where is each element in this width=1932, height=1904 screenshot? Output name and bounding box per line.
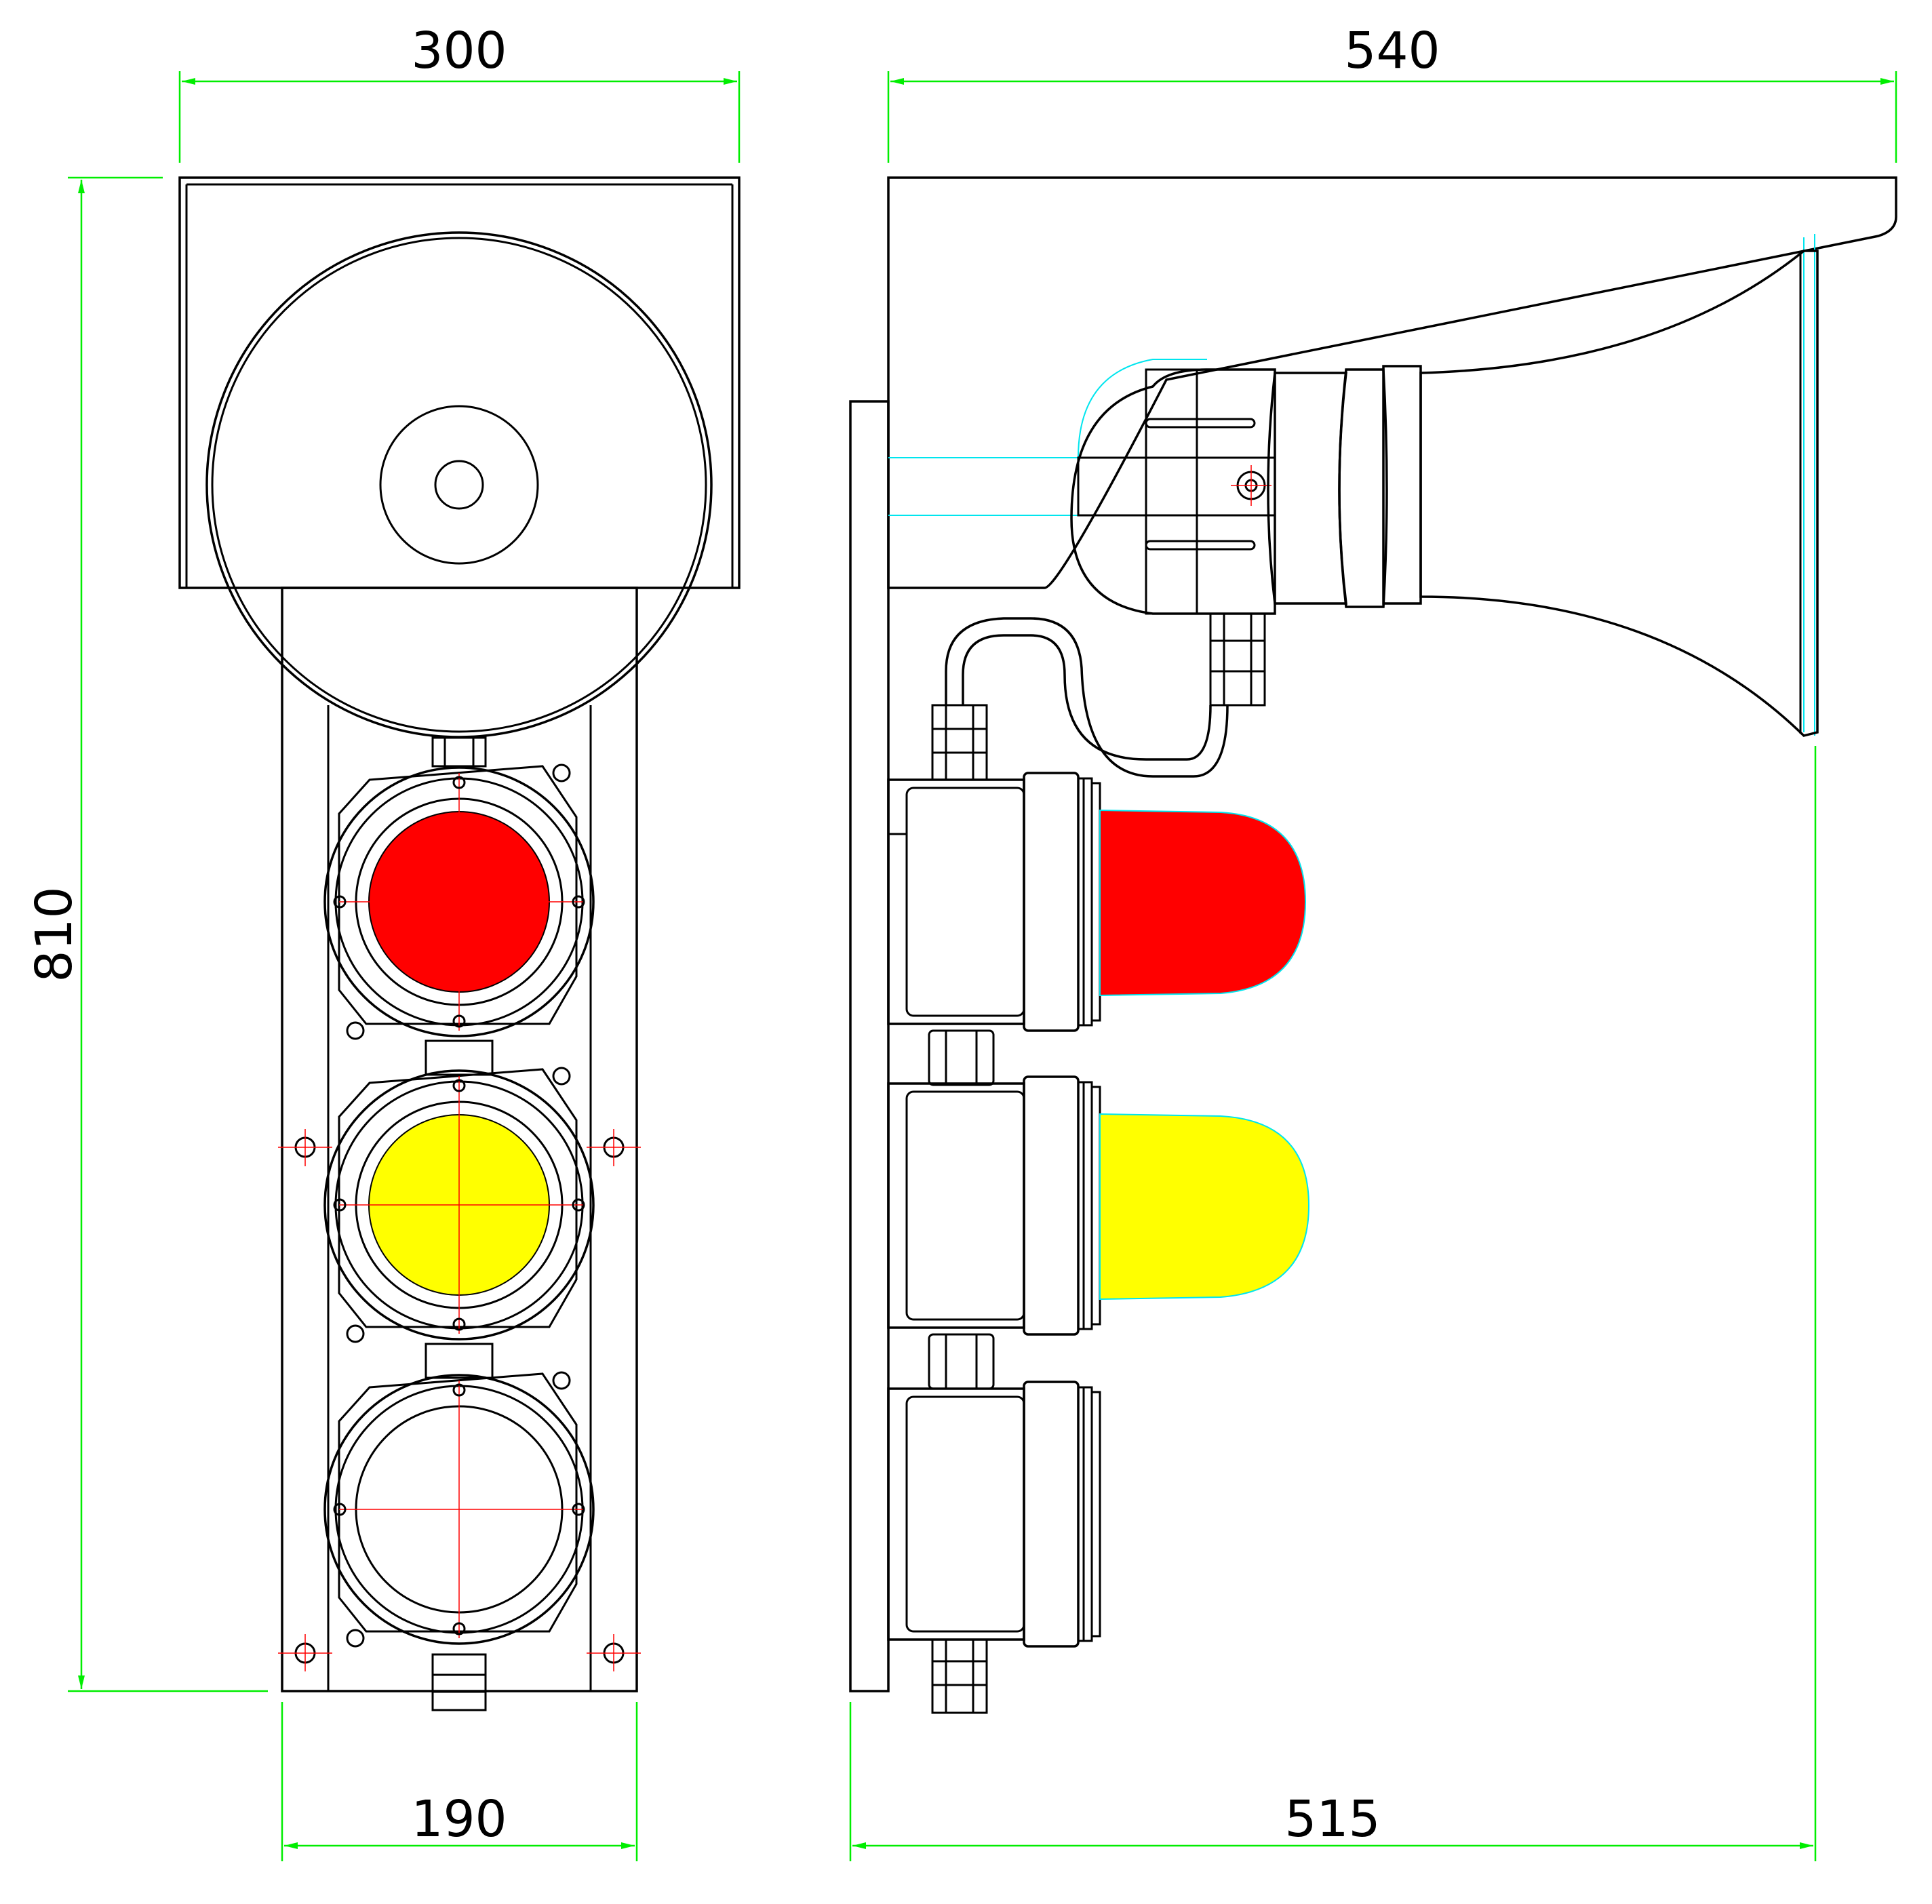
gland-nut-bottom [431,1653,487,1711]
horn-gland [1209,612,1266,707]
dimension-515-label: 515 [1284,1790,1380,1848]
side-connector-1 [928,1029,995,1086]
dimension-540: 540 [887,22,1897,163]
horn-flare [1419,250,1819,737]
side-lamp-clear [887,1381,1101,1648]
side-gland-bottom [931,1638,988,1714]
dimension-515: 515 [849,746,1817,1861]
side-yellow-dome [1099,1113,1310,1301]
front-view [178,176,741,1711]
side-connector-2 [928,1333,995,1390]
side-lamp-yellow [887,1075,1310,1336]
horn-center [379,405,539,565]
horn-rear [1070,368,1276,615]
mounting-holes [278,1129,641,1671]
dimension-300-label: 300 [411,22,507,80]
connector-1 [425,1039,494,1076]
side-lamp-red [887,772,1307,1032]
side-view [849,176,1897,1714]
front-lamp-yellow [323,1067,595,1343]
dimension-300: 300 [178,22,741,163]
dimension-810-label: 810 [25,886,83,982]
lamp-gland-top [931,704,988,781]
dimension-540-label: 540 [1344,22,1440,80]
side-red-dome [1099,809,1307,997]
dimension-810: 810 [25,176,268,1692]
front-lamp-clear [323,1371,595,1648]
side-backplate [849,400,890,1692]
horn-cable [945,617,1229,778]
front-lamp-red [323,763,595,1040]
gland-nut-top [431,736,487,768]
front-hood [178,176,741,589]
dimension-190-label: 190 [411,1790,507,1848]
dimension-190: 190 [281,1702,638,1861]
connector-2 [425,1343,494,1379]
side-hood [887,176,1897,589]
